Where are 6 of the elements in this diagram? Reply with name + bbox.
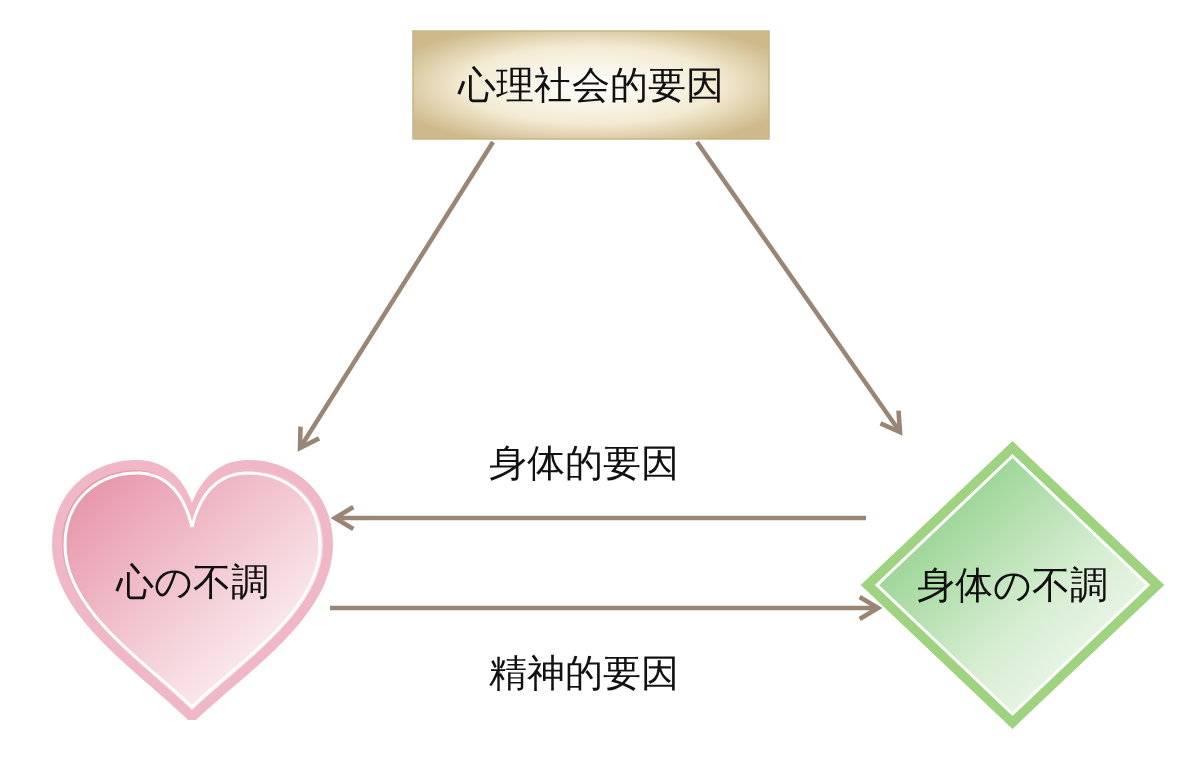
arrow	[695, 140, 903, 435]
arrow	[330, 594, 881, 622]
arrow	[332, 504, 866, 532]
label-box: 心理社会的要因	[412, 30, 770, 140]
diamond-shape: 身体の不調	[860, 440, 1165, 730]
arrow	[297, 140, 495, 451]
